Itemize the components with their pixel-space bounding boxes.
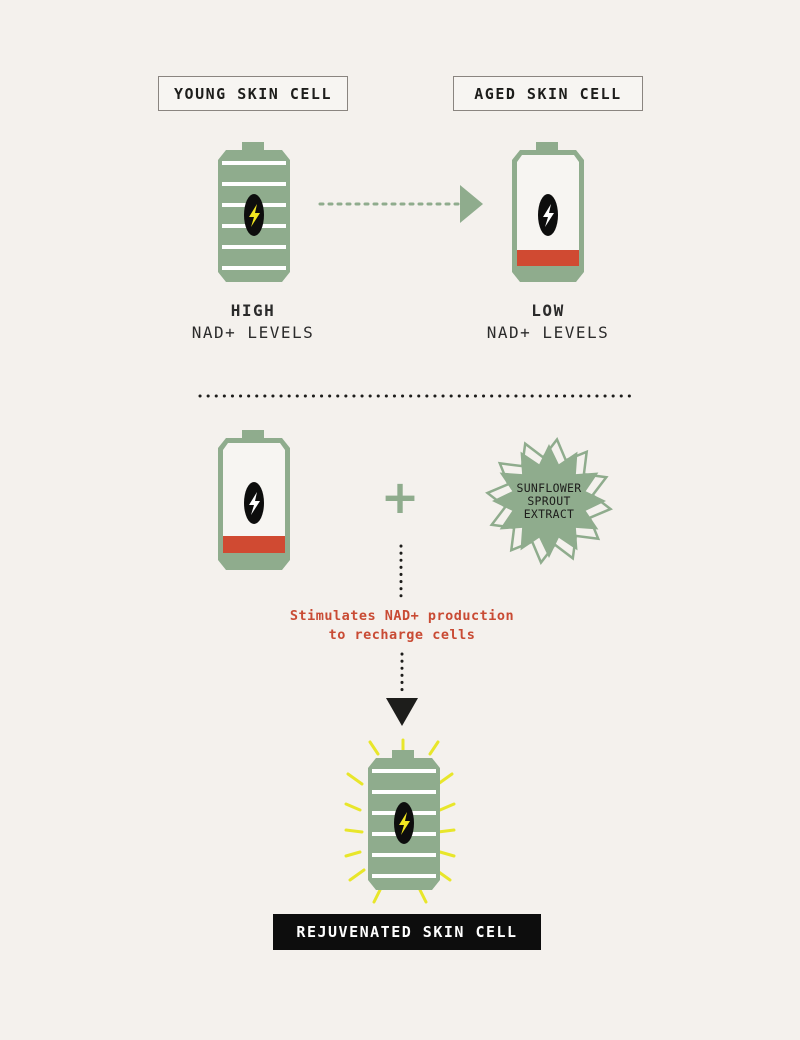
battery-low-icon — [218, 430, 290, 570]
arrow-right-icon — [318, 185, 483, 223]
lightning-bolt-icon — [244, 482, 264, 524]
lightning-bolt-icon — [538, 194, 558, 236]
low-nad-levels: LOW NAD+ LEVELS — [486, 301, 610, 342]
battery-low-icon — [512, 142, 584, 282]
battery-full-icon — [218, 142, 290, 282]
plus-icon: + — [380, 470, 420, 524]
battery-full-icon — [368, 750, 440, 890]
young-skin-cell-label: YOUNG SKIN CELL — [158, 76, 348, 111]
arrow-down-icon — [386, 652, 418, 726]
dotted-connector — [399, 544, 403, 600]
starburst-icon — [485, 437, 613, 565]
rejuvenated-skin-cell-label: REJUVENATED SKIN CELL — [273, 914, 541, 950]
aged-skin-cell-label: AGED SKIN CELL — [453, 76, 643, 111]
lightning-bolt-icon — [394, 802, 414, 844]
divider — [198, 394, 636, 398]
high-nad-levels: HIGH NAD+ LEVELS — [191, 301, 315, 342]
stimulates-note: Stimulates NAD+ production to recharge c… — [289, 608, 515, 643]
lightning-bolt-icon — [244, 194, 264, 236]
sunflower-sprout-extract-label: SUNFLOWER SPROUT EXTRACT — [516, 481, 582, 521]
glow-rays-icon — [344, 738, 456, 904]
